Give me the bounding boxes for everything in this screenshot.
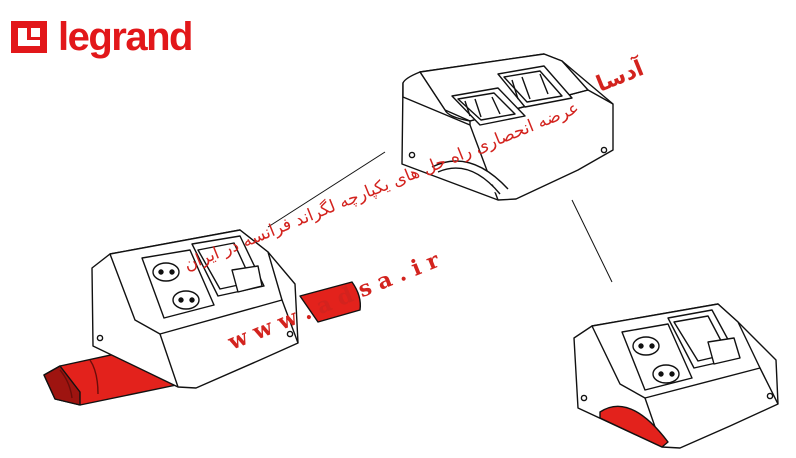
connector-line-left xyxy=(267,151,386,228)
legrand-wordmark: legrand xyxy=(58,15,193,59)
floor-box-arch-cover xyxy=(573,303,779,449)
legrand-bracket-logo-icon xyxy=(11,21,47,53)
legrand-logo: legrand xyxy=(10,14,193,60)
floor-box-empty xyxy=(401,53,614,201)
floor-box-with-cable-cover xyxy=(43,229,362,406)
watermark-brand: آدسا xyxy=(592,53,648,97)
connector-line-right xyxy=(571,199,613,283)
